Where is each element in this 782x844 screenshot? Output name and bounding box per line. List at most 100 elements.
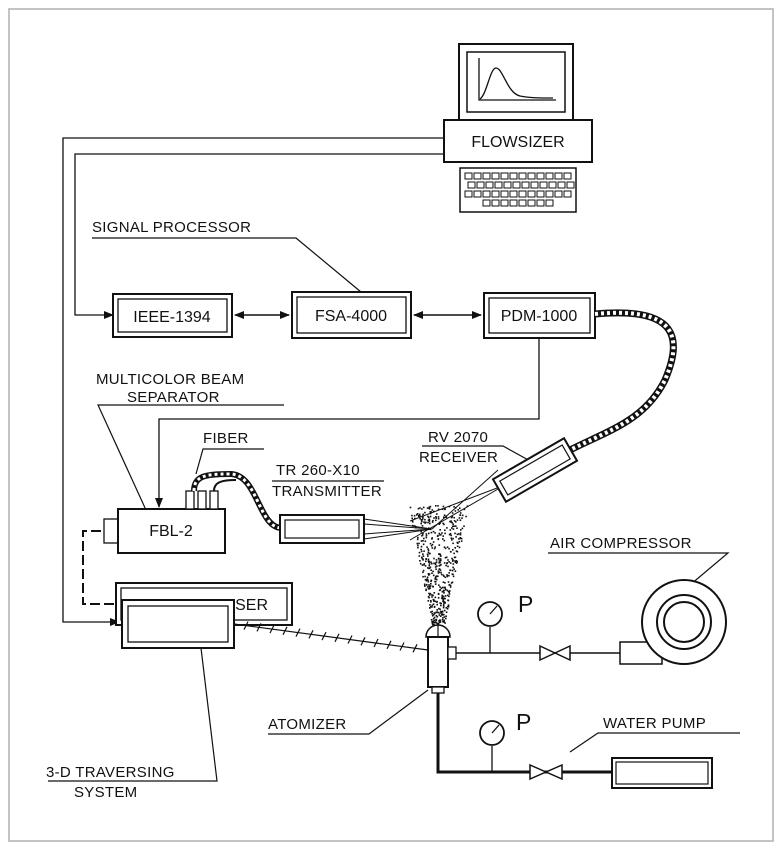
keyboard-key (536, 190, 545, 198)
keyboard-key (494, 181, 503, 189)
spray-droplet (428, 574, 430, 576)
spray-droplet (452, 575, 455, 578)
spray-droplet (454, 532, 456, 535)
spray-droplet (431, 521, 434, 523)
spray-droplet (430, 580, 432, 583)
spray-droplet (437, 557, 440, 560)
transmitter-label-line1: TR 260-X10 (276, 462, 360, 479)
spray-droplet (423, 537, 425, 540)
spray-droplet (442, 590, 445, 592)
spray-droplet (459, 514, 462, 516)
spray-droplet (452, 559, 454, 561)
spray-droplet (429, 566, 432, 569)
receiver-label-line2: RECEIVER (419, 449, 498, 466)
spray-droplet (419, 515, 421, 517)
spray-droplet (424, 575, 426, 578)
spray-droplet (461, 514, 464, 517)
keyboard-key (563, 172, 572, 180)
spray-droplet (459, 512, 462, 514)
keyboard-key (482, 172, 491, 180)
spray-droplet (426, 553, 429, 556)
spray-droplet (422, 553, 424, 555)
keyboard-key (473, 172, 482, 180)
spray-droplet (448, 533, 451, 536)
spray-droplet (446, 608, 449, 610)
air-valve (539, 644, 571, 662)
spray-droplet (409, 506, 412, 509)
keyboard-key (545, 190, 554, 198)
spray-droplet (430, 579, 433, 582)
spray-droplet (417, 536, 419, 539)
multicolor-leader (97, 404, 284, 511)
spray-droplet (424, 565, 427, 567)
spray-droplet (437, 572, 440, 574)
spray-droplet (431, 610, 433, 613)
spray-droplet (431, 538, 433, 540)
spray-droplet (444, 556, 447, 559)
spray-droplet (437, 538, 440, 540)
spray-droplet (437, 623, 440, 625)
spray-droplet (422, 543, 425, 546)
keyboard-key (557, 181, 566, 189)
spray-droplet (426, 578, 428, 580)
spray-droplet (435, 568, 437, 570)
spray-droplet (444, 597, 446, 600)
spray-droplet (448, 561, 450, 563)
spray-droplet (442, 595, 445, 598)
spray-droplet (425, 536, 428, 539)
spray-droplet (454, 510, 457, 512)
spray-droplet (439, 619, 441, 621)
spray-droplet (453, 520, 456, 522)
keyboard-key (518, 190, 527, 198)
spray-droplet (427, 519, 430, 521)
spray-droplet (436, 513, 438, 515)
spray-droplet (439, 569, 442, 572)
flowsizer-box: FLOWSIZER (443, 119, 593, 163)
spray-droplet (428, 520, 431, 523)
spray-droplet (436, 622, 438, 625)
flowsizer-label: FLOWSIZER (471, 134, 564, 151)
spray-droplet (435, 505, 437, 507)
spray-droplet (439, 615, 442, 617)
spray-droplet (423, 521, 425, 523)
spray-droplet (441, 594, 443, 597)
traverse-control-line (62, 137, 444, 626)
traversing-label-line1: 3-D TRAVERSING (46, 764, 175, 781)
spray-droplet (458, 517, 461, 519)
spray-droplet (416, 514, 418, 516)
spray-droplet (443, 514, 446, 516)
spray-droplet (435, 516, 437, 518)
spray-droplet (442, 605, 445, 607)
spray-droplet (429, 505, 432, 508)
laser-link (82, 530, 116, 605)
spray-droplet (446, 562, 448, 565)
spray-droplet (446, 574, 448, 576)
spray-droplet (421, 518, 424, 520)
spray-droplet (438, 544, 441, 546)
traverse-lead-screw (233, 623, 429, 651)
spray-droplet (454, 547, 456, 549)
spray-droplet (444, 576, 447, 579)
spray-droplet (435, 618, 438, 621)
spray-droplet (432, 620, 435, 623)
keyboard-key (491, 199, 500, 207)
spray-droplet (425, 558, 428, 560)
spray-droplet (442, 522, 444, 525)
spray-droplet (421, 564, 424, 566)
spray-droplet (449, 550, 452, 553)
spray-droplet (448, 572, 450, 574)
spray-droplet (456, 545, 459, 548)
spray-droplet (422, 540, 424, 542)
spray-droplet (428, 527, 430, 529)
spray-droplet (445, 588, 447, 591)
spray-droplet (445, 564, 447, 567)
spray-droplet (427, 516, 430, 519)
spray-droplet (431, 614, 434, 617)
spray-droplet (442, 581, 445, 583)
spray-droplet (439, 555, 442, 557)
spray-droplet (452, 528, 455, 530)
spray-droplet (454, 561, 457, 563)
spray-droplet (432, 510, 435, 513)
spray-droplet (413, 514, 416, 517)
spray-droplet (425, 579, 428, 581)
